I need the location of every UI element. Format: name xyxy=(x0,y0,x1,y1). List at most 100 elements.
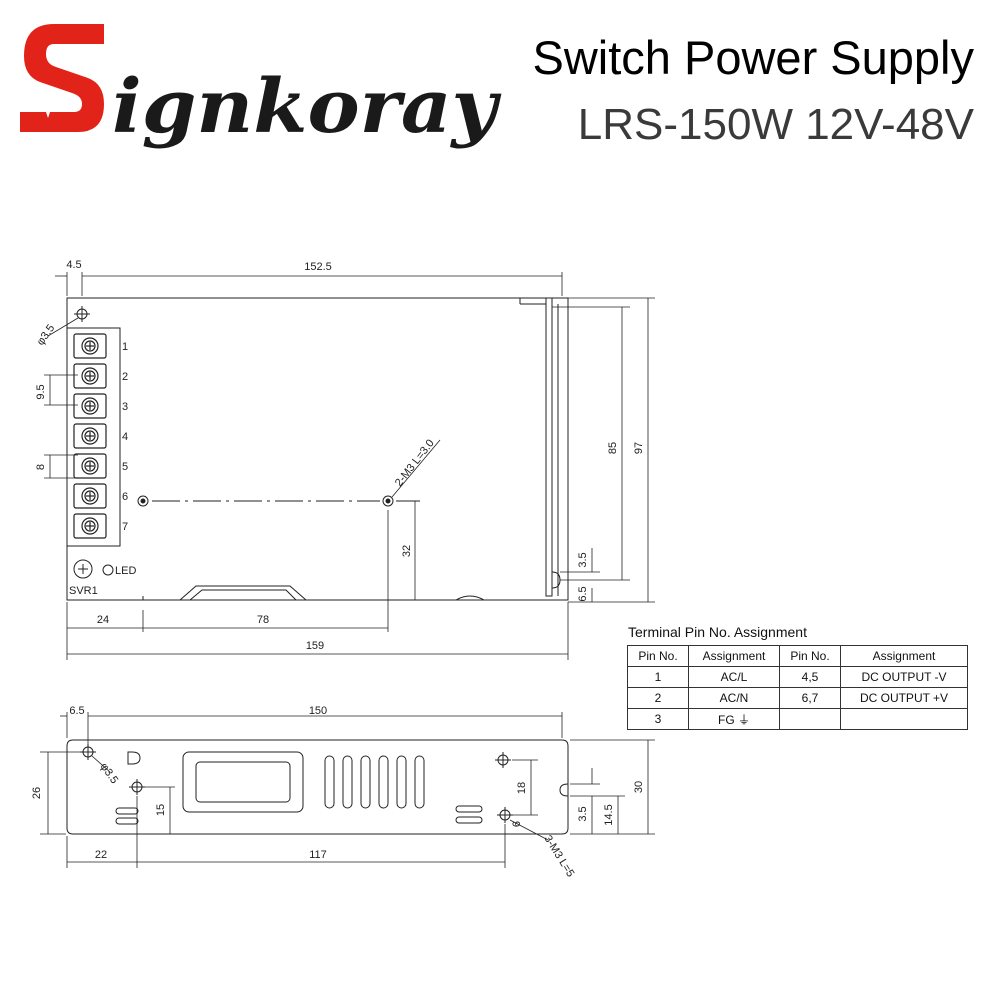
side-dim-mount-holes: 3-M3 L=5 xyxy=(541,833,576,879)
dim-height-inner: 85 xyxy=(607,442,619,454)
terminal-number: 7 xyxy=(122,521,128,533)
table-cell: AC/N xyxy=(688,687,780,709)
svr-label: SVR1 xyxy=(69,585,98,597)
product-model: LRS-150W 12V-48V xyxy=(577,100,974,149)
table-cell: DC OUTPUT -V xyxy=(840,666,968,688)
terminal-screw xyxy=(81,367,99,385)
terminal-number: 6 xyxy=(122,491,128,503)
vent-slot xyxy=(360,755,371,809)
led-label: LED xyxy=(115,565,136,577)
top-view-outline xyxy=(66,297,569,601)
terminal-screw xyxy=(81,517,99,535)
dim-hole-height: 32 xyxy=(401,545,413,557)
terminal-number: 3 xyxy=(122,401,128,413)
terminal-number: 4 xyxy=(122,431,128,443)
terminal-numbers: 1 2 3 4 5 6 7 xyxy=(122,341,128,533)
terminal-screw xyxy=(81,427,99,445)
svr1-knob xyxy=(73,559,93,579)
terminal-number: 5 xyxy=(122,461,128,473)
dim-edge-offset: 4.5 xyxy=(66,259,81,271)
dim-hole-dia: φ3.5 xyxy=(35,322,58,347)
terminal-screw-inner xyxy=(84,490,96,502)
table-row: 2 AC/N 6,7 DC OUTPUT +V xyxy=(627,687,968,709)
side-dim-hole-offset-x: 22 xyxy=(95,849,107,861)
terminal-screw-inner xyxy=(84,400,96,412)
side-dim-slot-height: 14.5 xyxy=(603,804,615,825)
terminal-slot xyxy=(73,363,107,389)
table-cell xyxy=(779,708,841,730)
terminal-screw-inner xyxy=(84,460,96,472)
dim-overall-length: 159 xyxy=(306,640,324,652)
vent-slot xyxy=(324,755,335,809)
table-cell: 3 xyxy=(627,708,689,730)
m3-hole-left xyxy=(137,495,149,507)
side-dim-hole-height: 15 xyxy=(155,804,167,816)
terminal-screw xyxy=(81,457,99,475)
side-dim-hole-spacing: 117 xyxy=(309,849,327,861)
table-cell: 6,7 xyxy=(779,687,841,709)
terminal-screw xyxy=(81,397,99,415)
table-row: 1 AC/L 4,5 DC OUTPUT -V xyxy=(627,666,968,688)
side-dim-length: 150 xyxy=(309,705,327,717)
terminal-slot xyxy=(73,453,107,479)
side-dim-hole-vspacing: 18 xyxy=(516,782,528,794)
terminal-slot xyxy=(73,333,107,359)
logo-s-shape xyxy=(20,24,104,132)
product-title: Switch Power Supply xyxy=(532,31,974,84)
terminal-slot xyxy=(73,393,107,419)
dim-slot-width: 3.5 xyxy=(577,552,589,567)
terminal-slot xyxy=(73,423,107,449)
vent-slot xyxy=(342,755,353,809)
side-dim-height-left: 26 xyxy=(31,787,43,799)
dim-mount-holes: 2-M3 L=3.0 xyxy=(393,437,437,488)
side-dim-hole-edge: 6 xyxy=(511,821,523,827)
led-indicator xyxy=(102,564,114,576)
dim-top-length: 152.5 xyxy=(304,261,332,273)
table-cell: DC OUTPUT +V xyxy=(840,687,968,709)
terminal-slot xyxy=(73,513,107,539)
dim-terminal-width: 8 xyxy=(35,464,47,470)
table-cell: 1 xyxy=(627,666,689,688)
terminal-screw xyxy=(81,337,99,355)
table-row: 3 FG ⏚ xyxy=(627,708,968,730)
vent-slot xyxy=(378,755,389,809)
dim-hole-offset-x: 24 xyxy=(97,614,109,626)
terminal-screw-inner xyxy=(84,520,96,532)
pin-assignment-table: Pin No. Assignment Pin No. Assignment 1 … xyxy=(627,645,968,730)
side-dim-height-overall: 30 xyxy=(633,781,645,793)
dim-terminal-pitch: 9.5 xyxy=(35,384,47,399)
side-view-outline xyxy=(66,739,569,835)
side-window xyxy=(182,751,304,813)
vent-slots xyxy=(324,755,425,809)
terminal-screws xyxy=(73,333,107,539)
m3-hole-right xyxy=(382,495,394,507)
dim-hole-spacing: 78 xyxy=(257,614,269,626)
dim-slot-offset: 6.5 xyxy=(577,586,589,601)
table-header: Pin No. xyxy=(627,645,689,667)
terminal-block xyxy=(66,327,121,547)
terminal-screw-inner xyxy=(84,340,96,352)
table-header: Assignment xyxy=(840,645,968,667)
vent-slot xyxy=(396,755,407,809)
dim-height-overall: 97 xyxy=(633,442,645,454)
table-header: Pin No. xyxy=(779,645,841,667)
table-cell: AC/L xyxy=(688,666,780,688)
pin-table-title: Terminal Pin No. Assignment xyxy=(628,624,807,640)
vent-slot xyxy=(414,755,425,809)
side-dim-hole-dia: φ3.5 xyxy=(98,761,121,786)
terminal-screw xyxy=(81,487,99,505)
terminal-screw-inner xyxy=(84,430,96,442)
terminal-number: 2 xyxy=(122,371,128,383)
signkoray-logo: ignkoray xyxy=(20,24,502,150)
side-dim-slot-width: 3.5 xyxy=(577,806,589,821)
side-dim-edge-offset: 6.5 xyxy=(69,705,84,717)
terminal-slot xyxy=(73,483,107,509)
table-cell xyxy=(840,708,968,730)
terminal-number: 1 xyxy=(122,341,128,353)
table-cell: 2 xyxy=(627,687,689,709)
table-cell: 4,5 xyxy=(779,666,841,688)
table-header: Assignment xyxy=(688,645,780,667)
table-header-row: Pin No. Assignment Pin No. Assignment xyxy=(627,645,968,667)
logo-star xyxy=(38,98,58,118)
